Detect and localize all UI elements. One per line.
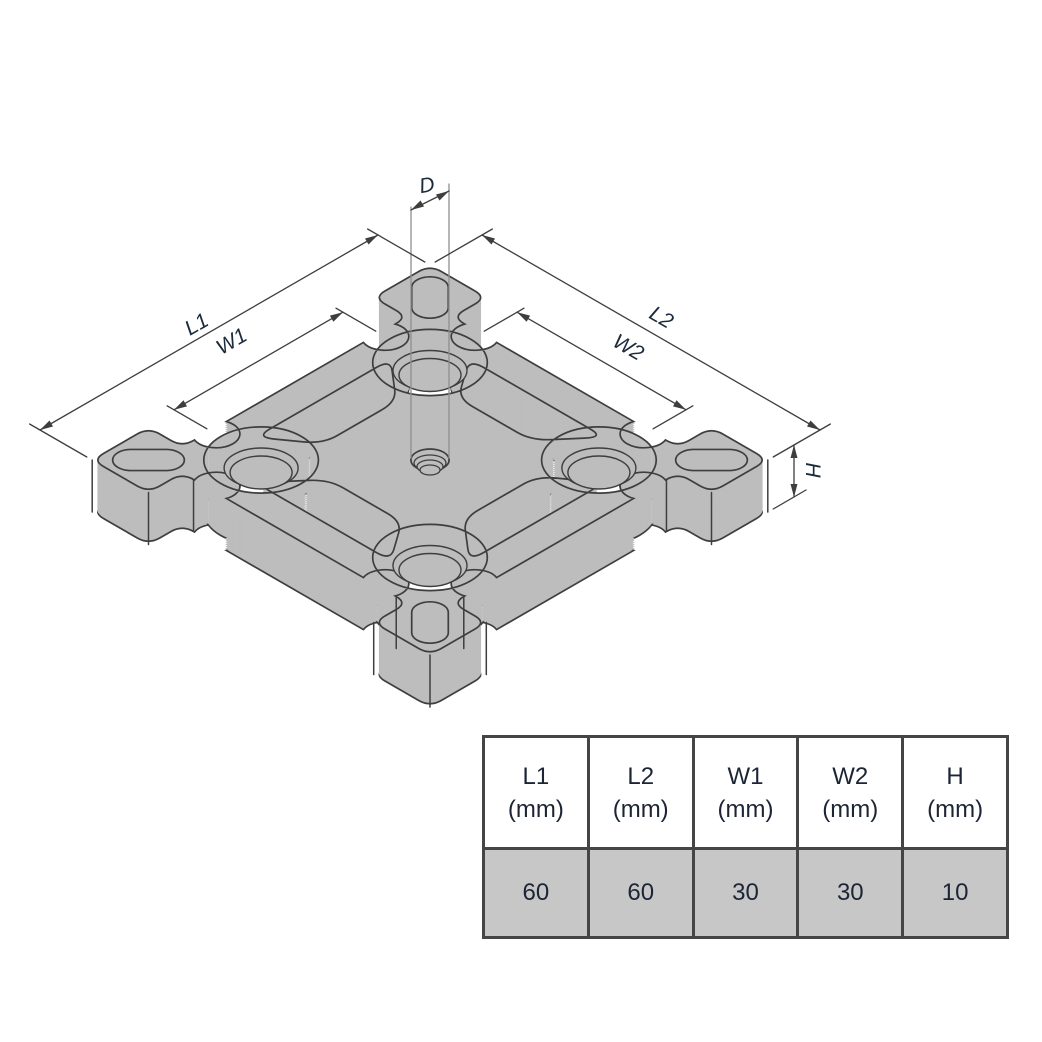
value-cell-l1: 60 (482, 847, 590, 939)
dim-label-w2: W2 (609, 330, 648, 366)
col-header-l1: L1 (mm) (482, 735, 590, 850)
diameter-projection-lines (410, 183, 450, 459)
value-cell-w2: 30 (796, 847, 905, 939)
value-cell-l2: 60 (586, 847, 695, 939)
col-unit: (mm) (927, 795, 984, 823)
value-cell-h: 10 (901, 847, 1009, 939)
col-name: W1 (727, 762, 764, 790)
spec-table-container: L1 (mm) L2 (mm) W1 (mm) W2 (mm) H (mm) 60 60 … (482, 735, 1009, 939)
col-name: W2 (832, 762, 869, 790)
col-name: H (946, 762, 964, 790)
table-header-row: L1 (mm) L2 (mm) W1 (mm) W2 (mm) H (mm) (482, 735, 1009, 850)
dim-label-l1: L1 (181, 309, 213, 341)
col-header-w2: W2 (mm) (796, 735, 905, 850)
col-name: L1 (522, 762, 550, 790)
dim-label-w1: W1 (212, 324, 251, 360)
plate-side-edges (91, 459, 769, 708)
col-unit: (mm) (717, 795, 774, 823)
col-header-w1: W1 (mm) (691, 735, 800, 850)
table-value-row: 60 60 30 30 10 (482, 847, 1009, 939)
dim-label-d: D (417, 173, 436, 198)
dimension-table: L1 (mm) L2 (mm) W1 (mm) W2 (mm) H (mm) 60 60 … (482, 735, 1009, 939)
col-unit: (mm) (822, 795, 879, 823)
dim-label-h: H (801, 462, 824, 478)
value-cell-w1: 30 (691, 847, 800, 939)
dim-label-l2: L2 (645, 302, 677, 334)
col-unit: (mm) (507, 795, 564, 823)
dimension-lines (28, 190, 832, 510)
col-header-h: H (mm) (901, 735, 1009, 850)
col-name: L2 (627, 762, 655, 790)
col-header-l2: L2 (mm) (586, 735, 695, 850)
col-unit: (mm) (612, 795, 669, 823)
